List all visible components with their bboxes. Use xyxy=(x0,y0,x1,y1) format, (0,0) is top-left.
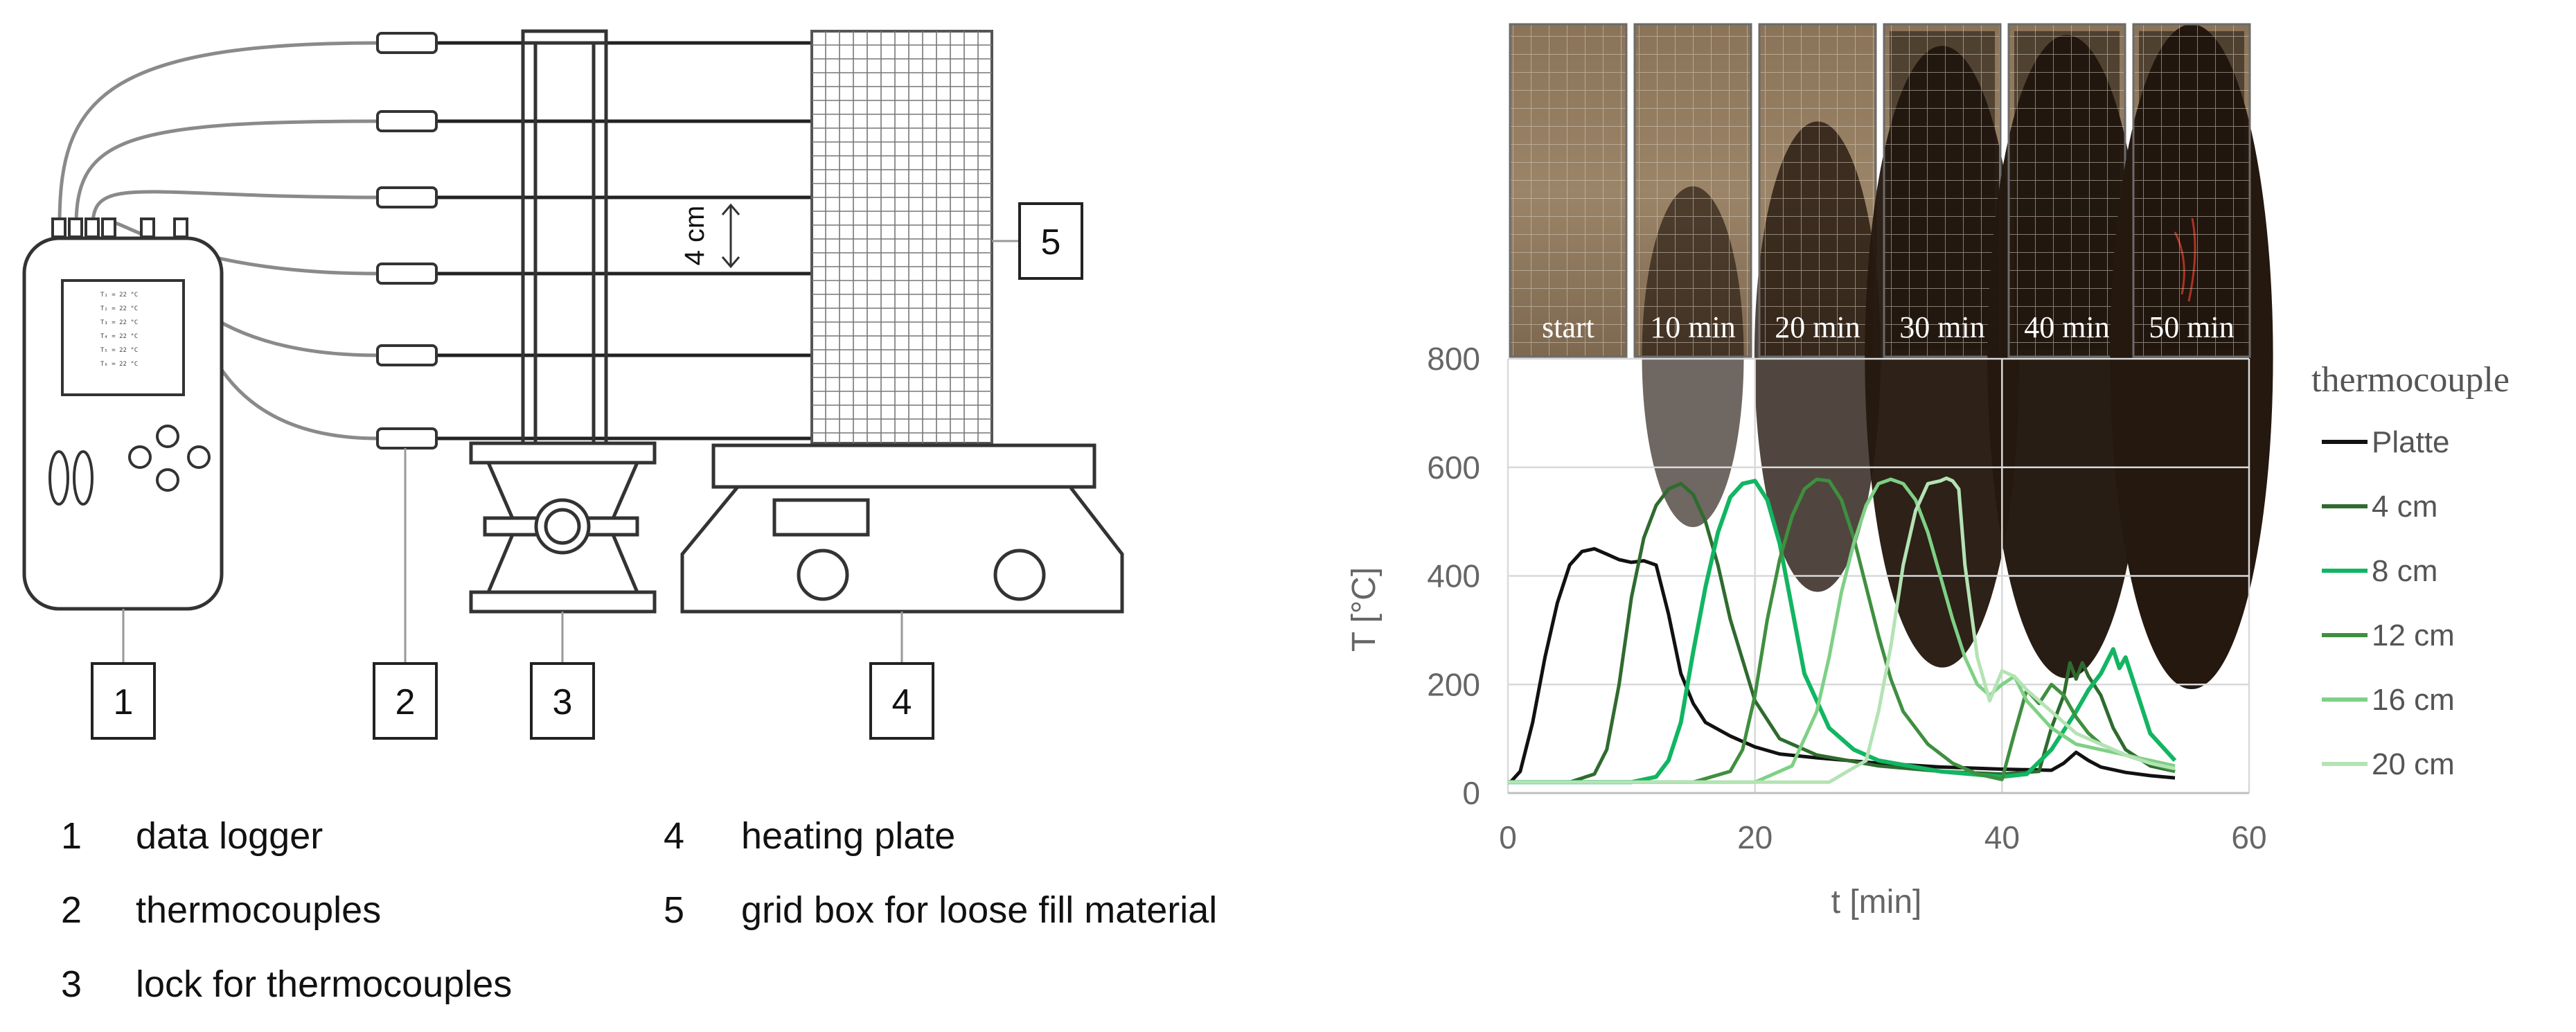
logger-screen-line-2: T₂ = 22 °C xyxy=(100,305,138,312)
logger-button-right xyxy=(187,445,211,469)
apparatus-diagram: T₁ = 22 °C T₂ = 22 °C T₃ = 22 °C T₄ = 22… xyxy=(22,29,1124,740)
series-line-1 xyxy=(1509,546,2176,783)
svg-text:3: 3 xyxy=(61,963,82,1005)
logger-screen xyxy=(61,279,185,396)
svg-text:grid box for loose fill materi: grid box for loose fill material xyxy=(741,889,1217,931)
series-line-5 xyxy=(1508,477,2176,784)
y-tick-label: 0 xyxy=(1462,775,1480,811)
logger-button-left xyxy=(128,445,152,469)
y-axis-label: T [°C] xyxy=(1346,567,1383,652)
x-tick-label: 40 xyxy=(1984,819,2020,855)
thermocouple-lock xyxy=(469,29,657,614)
svg-text:4: 4 xyxy=(892,682,912,722)
y-tick-label: 400 xyxy=(1427,558,1480,594)
photo-label: 10 min xyxy=(1650,310,1735,344)
photo-label: start xyxy=(1542,310,1595,344)
legend-title: thermocouple xyxy=(2311,360,2510,400)
y-tick-label: 200 xyxy=(1427,666,1480,702)
diagram-legend: 1 data logger 2 thermocouples 3 lock for… xyxy=(61,815,1217,1005)
logger-screen-line-5: T₅ = 22 °C xyxy=(100,347,138,354)
dimension-label: 4 cm xyxy=(679,206,710,266)
chart-legend: Platte 4 cm 8 cm 12 cm 16 cm 20 cm xyxy=(2322,425,2455,781)
logger-button-oval-1 xyxy=(48,450,69,506)
legend-entry: 4 cm xyxy=(2322,490,2437,524)
legend-item: 5 grid box for loose fill material xyxy=(664,889,1217,931)
logger-screen-line-1: T₁ = 22 °C xyxy=(100,292,138,299)
x-axis-label: t [min] xyxy=(1831,884,1922,920)
svg-text:heating plate: heating plate xyxy=(741,815,955,857)
callout-2: 2 xyxy=(373,662,438,740)
svg-text:2: 2 xyxy=(396,682,416,722)
burn-photo: 50 min xyxy=(2110,23,2273,689)
x-tick-label: 20 xyxy=(1737,819,1773,855)
chart-grid xyxy=(1507,357,2250,794)
burn-photo: 40 min xyxy=(1987,23,2147,679)
legend-item: 1 data logger xyxy=(61,815,323,857)
svg-text:lock for thermocouples: lock for thermocouples xyxy=(136,963,512,1005)
series-line-3 xyxy=(1508,479,2177,785)
y-tick-label: 600 xyxy=(1427,450,1480,486)
logger-button-up xyxy=(156,425,179,448)
callout-5: 5 xyxy=(1018,202,1083,280)
logger-button-oval-2 xyxy=(73,450,94,506)
logger-screen-line-4: T₄ = 22 °C xyxy=(100,333,138,340)
logger-connectors xyxy=(51,217,188,238)
y-tick-label: 800 xyxy=(1427,341,1480,377)
svg-text:1: 1 xyxy=(61,815,82,857)
heating-plate xyxy=(680,443,1124,614)
x-tick-label: 60 xyxy=(2231,819,2266,855)
burn-photo: 10 min xyxy=(1633,23,1752,527)
burn-photo: 20 min xyxy=(1754,23,1881,592)
grid-box xyxy=(810,30,993,445)
svg-text:data logger: data logger xyxy=(136,815,323,857)
logger-button-down xyxy=(156,468,179,492)
svg-text:5: 5 xyxy=(1041,222,1061,263)
series-line-2 xyxy=(1508,481,2176,784)
callout-1: 1 xyxy=(91,662,156,740)
series-line-4 xyxy=(1508,477,2176,784)
svg-text:thermocouples: thermocouples xyxy=(136,889,381,931)
legend-label: 4 cm xyxy=(2372,490,2437,524)
chart-ticks: 0 200 400 600 800 0 20 40 60 xyxy=(1427,341,2266,855)
legend-label: 8 cm xyxy=(2372,554,2437,588)
chart-lines xyxy=(1508,476,2177,785)
burn-photo: start xyxy=(1509,23,1628,358)
data-logger: T₁ = 22 °C T₂ = 22 °C T₃ = 22 °C T₄ = 22… xyxy=(22,217,224,611)
svg-text:3: 3 xyxy=(553,682,573,722)
legend-label: 12 cm xyxy=(2372,619,2455,652)
series-line-6 xyxy=(1508,476,2176,784)
legend-label: 16 cm xyxy=(2372,683,2455,717)
logger-screen-line-6: T₆ = 22 °C xyxy=(100,361,138,368)
svg-text:1: 1 xyxy=(114,682,134,722)
legend-item: 2 thermocouples xyxy=(61,889,381,931)
logger-screen-line-3: T₃ = 22 °C xyxy=(100,319,138,326)
callout-4: 4 xyxy=(869,662,934,740)
legend-entry: 8 cm xyxy=(2322,554,2437,588)
svg-text:4: 4 xyxy=(664,815,684,857)
legend-item: 3 lock for thermocouples xyxy=(61,963,512,1005)
legend-label: Platte xyxy=(2372,425,2450,459)
legend-entry: 20 cm xyxy=(2322,747,2455,781)
legend-entry: 12 cm xyxy=(2322,619,2455,652)
svg-text:5: 5 xyxy=(664,889,684,931)
photo-label: 50 min xyxy=(2149,310,2234,344)
temperature-chart: 0 200 400 600 800 0 20 40 60 t [min] T [°C] ther… xyxy=(1346,341,2510,920)
burn-photo-strip: start 10 min 20 min 30 min 40 min 50 min xyxy=(1509,23,2273,689)
legend-item: 4 heating plate xyxy=(664,815,955,857)
photo-label: 40 min xyxy=(2024,310,2109,344)
legend-entry: Platte xyxy=(2322,425,2450,459)
legend-label: 20 cm xyxy=(2372,747,2455,781)
photo-label: 30 min xyxy=(1899,310,1984,344)
callout-leaders xyxy=(122,240,1020,664)
svg-text:2: 2 xyxy=(61,889,82,931)
legend-entry: 16 cm xyxy=(2322,683,2455,717)
burn-photo: 30 min xyxy=(1865,23,2020,668)
dimension-arrow xyxy=(721,203,740,269)
callout-3: 3 xyxy=(530,662,595,740)
x-tick-label: 0 xyxy=(1499,819,1517,855)
photo-label: 20 min xyxy=(1775,310,1860,344)
